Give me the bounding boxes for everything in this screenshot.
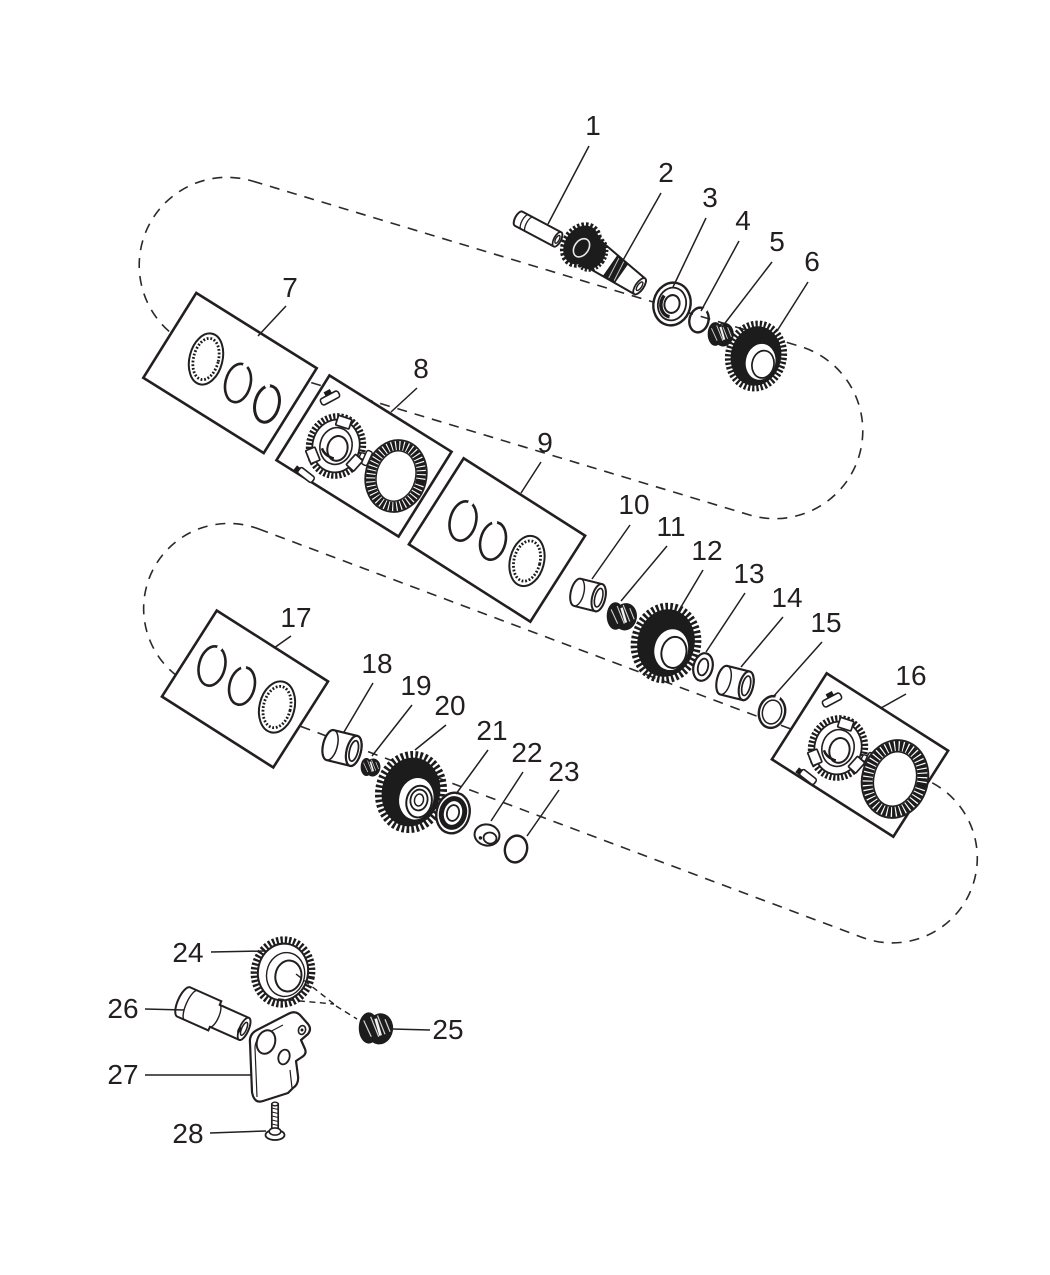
part-label-15: 15 bbox=[810, 607, 842, 638]
part-label-7: 7 bbox=[282, 272, 298, 303]
part-label-5: 5 bbox=[769, 226, 785, 257]
part-label-3: 3 bbox=[702, 182, 718, 213]
leader-lines bbox=[144, 145, 907, 1134]
leader-19 bbox=[371, 704, 413, 757]
part-9-ring-kit bbox=[448, 500, 546, 588]
part-label-24: 24 bbox=[172, 937, 204, 968]
leader-4 bbox=[700, 240, 740, 312]
part-26-damper-sleeve bbox=[174, 986, 252, 1041]
part-1-dowel-pin bbox=[512, 210, 564, 248]
part-13-thrust-washer bbox=[692, 652, 714, 682]
leader-28 bbox=[209, 1130, 267, 1134]
part-label-17: 17 bbox=[280, 602, 312, 633]
leader-14 bbox=[740, 616, 784, 668]
part-label-23: 23 bbox=[548, 756, 580, 787]
leader-1 bbox=[547, 145, 590, 225]
part-label-16: 16 bbox=[895, 660, 927, 691]
leader-7 bbox=[257, 305, 287, 337]
leader-18 bbox=[343, 682, 374, 733]
leader-6 bbox=[776, 281, 809, 332]
leader-21 bbox=[455, 749, 489, 795]
part-25-needle-bearing bbox=[357, 1009, 397, 1048]
part-label-20: 20 bbox=[434, 690, 466, 721]
leader-24 bbox=[210, 950, 265, 953]
part-label-19: 19 bbox=[400, 670, 432, 701]
part-label-18: 18 bbox=[361, 648, 393, 679]
part-21-bearing bbox=[435, 791, 471, 835]
part-20-gear bbox=[372, 749, 450, 835]
part-label-13: 13 bbox=[733, 558, 765, 589]
leader-11 bbox=[620, 545, 668, 602]
part-7-ring-kit bbox=[187, 332, 281, 424]
leader-17 bbox=[273, 635, 292, 649]
part-15-ring bbox=[757, 694, 787, 730]
part-14-bushing bbox=[712, 663, 758, 703]
leader-12 bbox=[677, 569, 704, 613]
leader-9 bbox=[520, 461, 542, 494]
part-3-ball-bearing bbox=[652, 281, 692, 327]
part-24-gear bbox=[250, 936, 316, 1008]
part-27-bracket bbox=[248, 1011, 312, 1103]
part-label-21: 21 bbox=[476, 715, 508, 746]
part-18-bushing bbox=[318, 727, 366, 769]
leader-13 bbox=[705, 592, 746, 653]
leader-20 bbox=[414, 724, 447, 751]
leader-23 bbox=[526, 789, 560, 837]
part-label-22: 22 bbox=[511, 737, 543, 768]
part-label-8: 8 bbox=[413, 353, 429, 384]
part-label-9: 9 bbox=[537, 427, 553, 458]
leader-2 bbox=[621, 192, 662, 263]
part-label-26: 26 bbox=[107, 993, 139, 1024]
part-2-input-shaft bbox=[559, 222, 647, 296]
part-label-10: 10 bbox=[618, 489, 650, 520]
part-label-14: 14 bbox=[771, 582, 803, 613]
leader-10 bbox=[591, 524, 631, 580]
leader-22 bbox=[490, 771, 524, 822]
part-22-retainer-cap bbox=[473, 823, 501, 847]
leader-15 bbox=[772, 641, 823, 698]
part-label-2: 2 bbox=[658, 157, 674, 188]
part-28-bolt bbox=[264, 1101, 286, 1141]
leader-26 bbox=[144, 1008, 185, 1011]
leader-5 bbox=[721, 261, 773, 328]
part-label-11: 11 bbox=[656, 511, 686, 542]
part-10-bushing bbox=[566, 576, 610, 614]
part-23-o-ring bbox=[503, 834, 529, 864]
part-label-6: 6 bbox=[804, 246, 820, 277]
leader-3 bbox=[672, 217, 707, 288]
part-label-4: 4 bbox=[735, 205, 751, 236]
part-17-ring-kit bbox=[197, 645, 297, 734]
part-19-needle-bearing bbox=[359, 756, 383, 779]
upper-shaft-group-outline bbox=[138, 176, 864, 520]
part-label-12: 12 bbox=[691, 535, 723, 566]
part-label-27: 27 bbox=[107, 1059, 139, 1090]
part-label-25: 25 bbox=[432, 1014, 464, 1045]
leader-16 bbox=[880, 693, 907, 709]
leader-8 bbox=[390, 387, 418, 413]
part-label-28: 28 bbox=[172, 1118, 204, 1149]
assembly-dashed-lines bbox=[277, 973, 358, 1020]
leader-25 bbox=[391, 1028, 431, 1031]
part-label-1: 1 bbox=[585, 110, 601, 141]
